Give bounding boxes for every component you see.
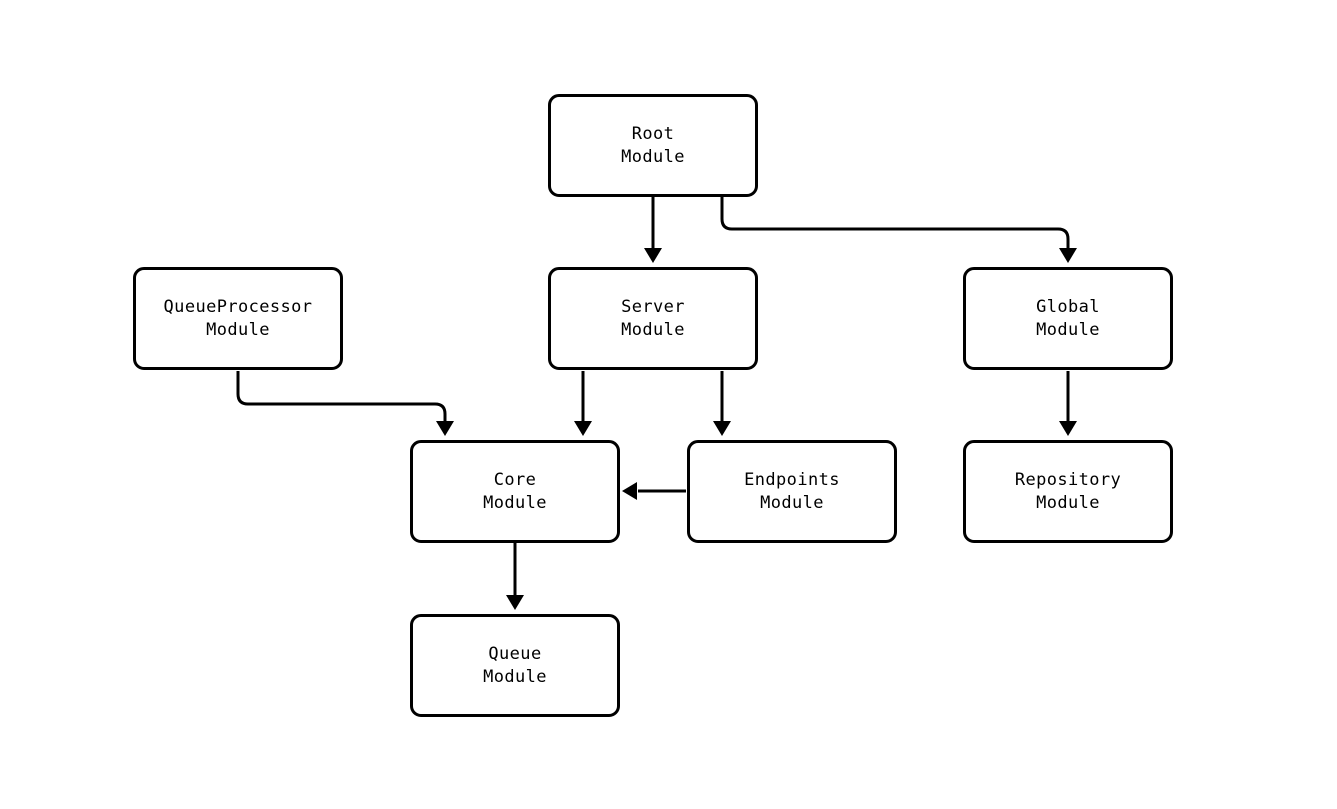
- node-label-line2: Module: [483, 492, 547, 513]
- arrowhead-icon: [622, 482, 637, 500]
- edge-line: [236, 371, 447, 422]
- node-label-line1: Root: [631, 123, 675, 144]
- arrowhead-icon: [1059, 421, 1077, 436]
- node-label-line2: Module: [621, 146, 685, 167]
- edge-queueprocessor-to-core: [236, 371, 454, 436]
- arrowhead-icon: [713, 421, 731, 436]
- edge-global-to-repository: [1059, 371, 1077, 436]
- edge-core-to-queue: [506, 543, 524, 610]
- edge-root-to-global: [720, 197, 1077, 263]
- edge-endpoints-to-core: [622, 482, 686, 500]
- node-label-line1: Endpoints: [744, 469, 840, 490]
- node-label-line1: Repository: [1014, 469, 1122, 490]
- arrowhead-icon: [644, 248, 662, 263]
- node-label-line2: Module: [483, 666, 547, 687]
- node-label-line2: Module: [1036, 492, 1100, 513]
- node-label-line2: Module: [760, 492, 824, 513]
- node-label-line2: Module: [206, 319, 270, 340]
- node-label-line2: Module: [621, 319, 685, 340]
- edge-root-to-server: [644, 197, 662, 263]
- node-label-line1: Server: [621, 296, 685, 317]
- node-label-line1: Queue: [488, 643, 542, 664]
- edge-server-to-core: [574, 371, 592, 436]
- node-label-line1: Global: [1036, 296, 1100, 317]
- edge-server-to-endpoints: [713, 371, 731, 436]
- node-label-line2: Module: [1036, 319, 1100, 340]
- arrowhead-icon: [574, 421, 592, 436]
- edge-line: [720, 197, 1070, 249]
- arrowhead-icon: [506, 595, 524, 610]
- node-label-line1: QueueProcessor: [163, 296, 313, 317]
- node-label-line1: Core: [493, 469, 537, 490]
- arrowhead-icon: [436, 421, 454, 436]
- arrowhead-icon: [1059, 248, 1077, 263]
